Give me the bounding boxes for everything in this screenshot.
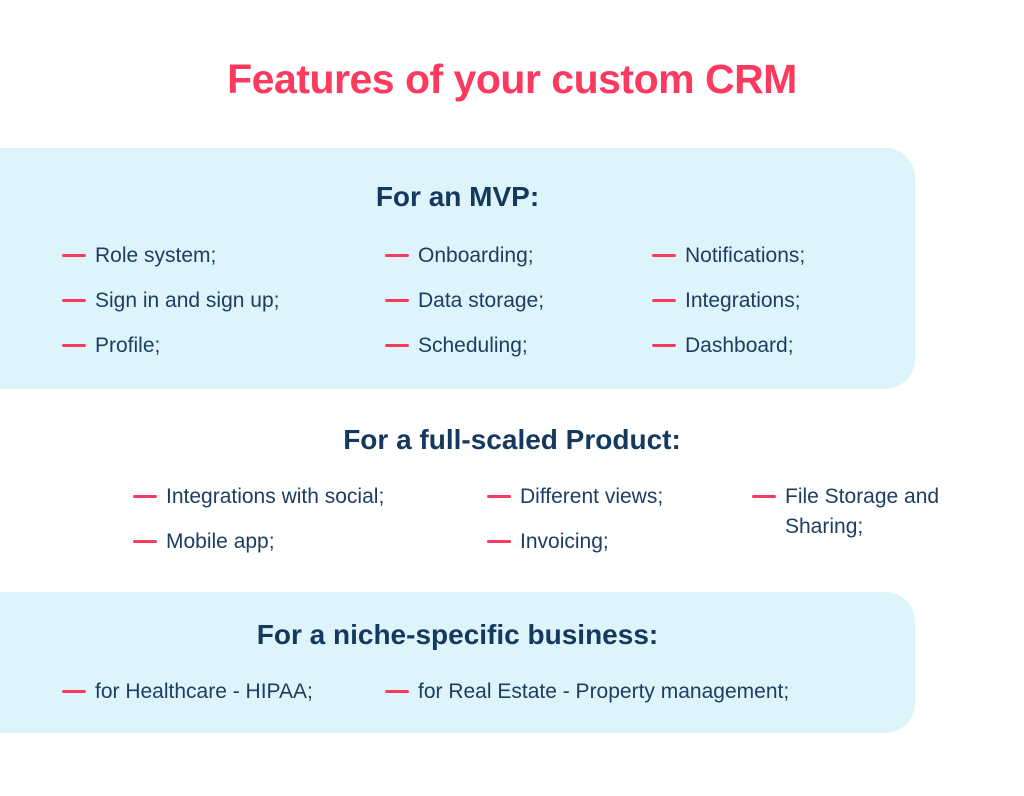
dash-icon xyxy=(752,495,776,498)
dash-icon xyxy=(133,540,157,543)
dash-icon xyxy=(385,690,409,693)
feature-item-label: Mobile app; xyxy=(166,530,275,553)
feature-column: Different views; Invoicing; xyxy=(487,482,663,572)
feature-item: for Healthcare - HIPAA; xyxy=(62,677,313,707)
dash-icon xyxy=(652,254,676,257)
feature-column: Onboarding; Data storage; Scheduling; xyxy=(385,241,544,376)
dash-icon xyxy=(62,299,86,302)
feature-item-label: Integrations; xyxy=(685,289,801,312)
feature-column: for Real Estate - Property management; xyxy=(385,677,789,722)
dash-icon xyxy=(133,495,157,498)
feature-item-label: for Healthcare - HIPAA; xyxy=(95,680,313,703)
feature-item: Integrations with social; xyxy=(133,482,384,512)
section-mvp: For an MVP: Role system; Sign in and sign… xyxy=(0,148,915,389)
section-title-mvp: For an MVP: xyxy=(375,181,540,212)
feature-item-label: File Storage and Sharing; xyxy=(785,485,940,538)
feature-item: Integrations; xyxy=(652,286,805,316)
feature-item: Profile; xyxy=(62,331,279,361)
feature-item-label: for Real Estate - Property management; xyxy=(418,680,790,703)
feature-item: Role system; xyxy=(62,241,279,271)
page-title: Features of your custom CRM xyxy=(227,56,797,102)
feature-column: for Healthcare - HIPAA; xyxy=(62,677,313,722)
feature-item: Onboarding; xyxy=(385,241,544,271)
dash-icon xyxy=(652,344,676,347)
dash-icon xyxy=(652,299,676,302)
feature-item-label: Dashboard; xyxy=(685,334,794,357)
dash-icon xyxy=(385,299,409,302)
feature-item: Data storage; xyxy=(385,286,544,316)
feature-item: Dashboard; xyxy=(652,331,805,361)
feature-item-label: Notifications; xyxy=(685,244,806,267)
feature-item: for Real Estate - Property management; xyxy=(385,677,789,707)
feature-item: Notifications; xyxy=(652,241,805,271)
feature-item: Sign in and sign up; xyxy=(62,286,279,316)
feature-item-label: Onboarding; xyxy=(418,244,534,267)
section-full-scaled-product: For a full-scaled Product: Integrations … xyxy=(0,410,1024,590)
feature-item-label: Integrations with social; xyxy=(166,485,385,508)
feature-item: Different views; xyxy=(487,482,663,512)
feature-column: Role system; Sign in and sign up; Profile; xyxy=(62,241,279,376)
feature-item-label: Scheduling; xyxy=(418,334,528,357)
dash-icon xyxy=(62,254,86,257)
dash-icon xyxy=(385,344,409,347)
feature-item: Scheduling; xyxy=(385,331,544,361)
feature-item-label: Sign in and sign up; xyxy=(95,289,280,312)
section-title-niche-specific-business: For a niche-specific business: xyxy=(256,619,659,650)
feature-item: Invoicing; xyxy=(487,527,663,557)
dash-icon xyxy=(62,690,86,693)
feature-item: Mobile app; xyxy=(133,527,384,557)
feature-column: Integrations with social; Mobile app; xyxy=(133,482,384,572)
feature-item-label: Invoicing; xyxy=(520,530,609,553)
dash-icon xyxy=(487,495,511,498)
feature-item-label: Profile; xyxy=(95,334,161,357)
feature-item-label: Different views; xyxy=(520,485,664,508)
dash-icon xyxy=(385,254,409,257)
feature-item-label: Role system; xyxy=(95,244,217,267)
feature-column: File Storage and Sharing; xyxy=(752,482,964,557)
dash-icon xyxy=(62,344,86,347)
feature-item-label: Data storage; xyxy=(418,289,545,312)
feature-item: File Storage and Sharing; xyxy=(752,482,964,542)
section-title-full-scaled-product: For a full-scaled Product: xyxy=(343,424,681,455)
dash-icon xyxy=(487,540,511,543)
feature-column: Notifications; Integrations; Dashboard; xyxy=(652,241,805,376)
section-niche-specific-business: For a niche-specific business: for Healt… xyxy=(0,592,915,733)
